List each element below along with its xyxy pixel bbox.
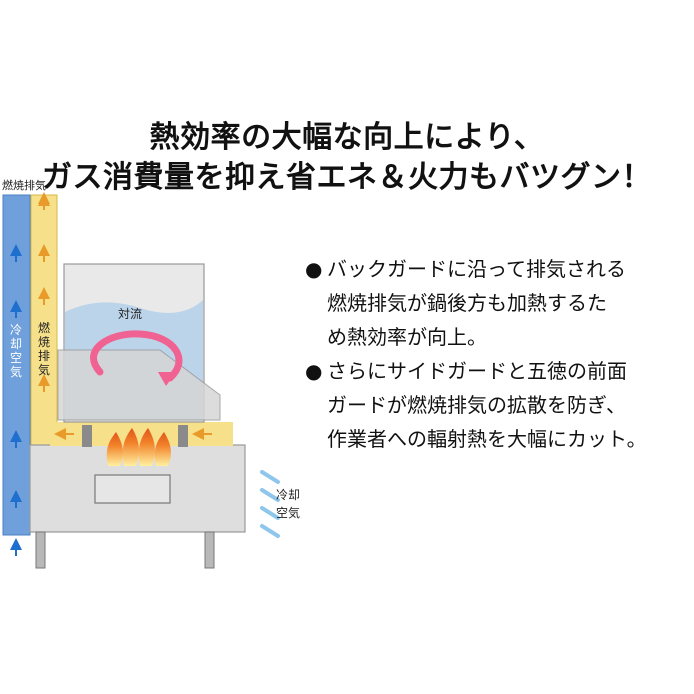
trivet-left (82, 425, 92, 447)
exhaust-vertical-label: 燃 焼 排 気 (38, 320, 50, 377)
trivet-right (178, 425, 188, 447)
svg-text:燃: 燃 (38, 320, 50, 335)
cooling-air-right-label: 冷却 空気 (276, 488, 300, 520)
feature-bullet-2: ●さらにサイドガードと五徳の前面 ガードが燃焼排気の拡散を防ぎ、 作業者への輻射… (305, 354, 690, 456)
feature-bullet-list: ●バックガードに沿って排気される 燃焼排気が鍋後方も加熱するた め熱効率が向上。… (305, 252, 690, 456)
cooling-air-inflow-arrows (260, 470, 280, 538)
headline-line-2: ガス消費量を抑え省エネ＆火力もバツグン！ (42, 160, 652, 195)
svg-text:冷却: 冷却 (276, 488, 300, 502)
svg-text:冷: 冷 (10, 323, 22, 337)
convection-label: 対流 (118, 307, 142, 321)
bullet-1-line-2: 燃焼排気が鍋後方も加熱するた (327, 291, 607, 315)
headline-line-1: 熱効率の大幅な向上により、 (149, 120, 545, 155)
bullet-2-line-3: 作業者への輻射熱を大幅にカット。 (327, 427, 647, 451)
bullet-1-line-3: め熱効率が向上。 (327, 325, 487, 349)
stove-leg-left (35, 531, 46, 569)
svg-text:空気: 空気 (276, 505, 300, 520)
stove-leg-right (204, 531, 215, 569)
stove-heat-flow-diagram: 燃焼排気 冷 却 空 気 燃 焼 排 気 対流 冷却 空気 (2, 178, 300, 569)
svg-text:気: 気 (38, 362, 50, 377)
convection-arrowhead (158, 372, 176, 386)
bullet-marker: ● (305, 257, 323, 281)
svg-text:気: 気 (10, 364, 22, 379)
svg-text:空: 空 (10, 351, 22, 365)
stove-front-panel (94, 474, 171, 504)
exhaust-channel (30, 194, 58, 451)
exhaust-top-label: 燃焼排気 (2, 178, 46, 192)
svg-text:焼: 焼 (38, 335, 50, 349)
feature-bullet-1: ●バックガードに沿って排気される 燃焼排気が鍋後方も加熱するた め熱効率が向上。 (305, 252, 690, 354)
svg-text:却: 却 (10, 337, 22, 351)
cooling-air-left-label: 冷 却 空 気 (10, 323, 22, 379)
bullet-1-line-1: バックガードに沿って排気される (327, 257, 626, 281)
convection-arrow (90, 330, 183, 382)
svg-text:排: 排 (38, 349, 50, 363)
burner-flames (106, 428, 171, 466)
bullet-2-line-1: さらにサイドガードと五徳の前面 (327, 359, 627, 383)
bullet-marker: ● (305, 359, 323, 383)
bullet-2-line-2: ガードが燃焼排気の拡散を防ぎ、 (327, 393, 626, 417)
